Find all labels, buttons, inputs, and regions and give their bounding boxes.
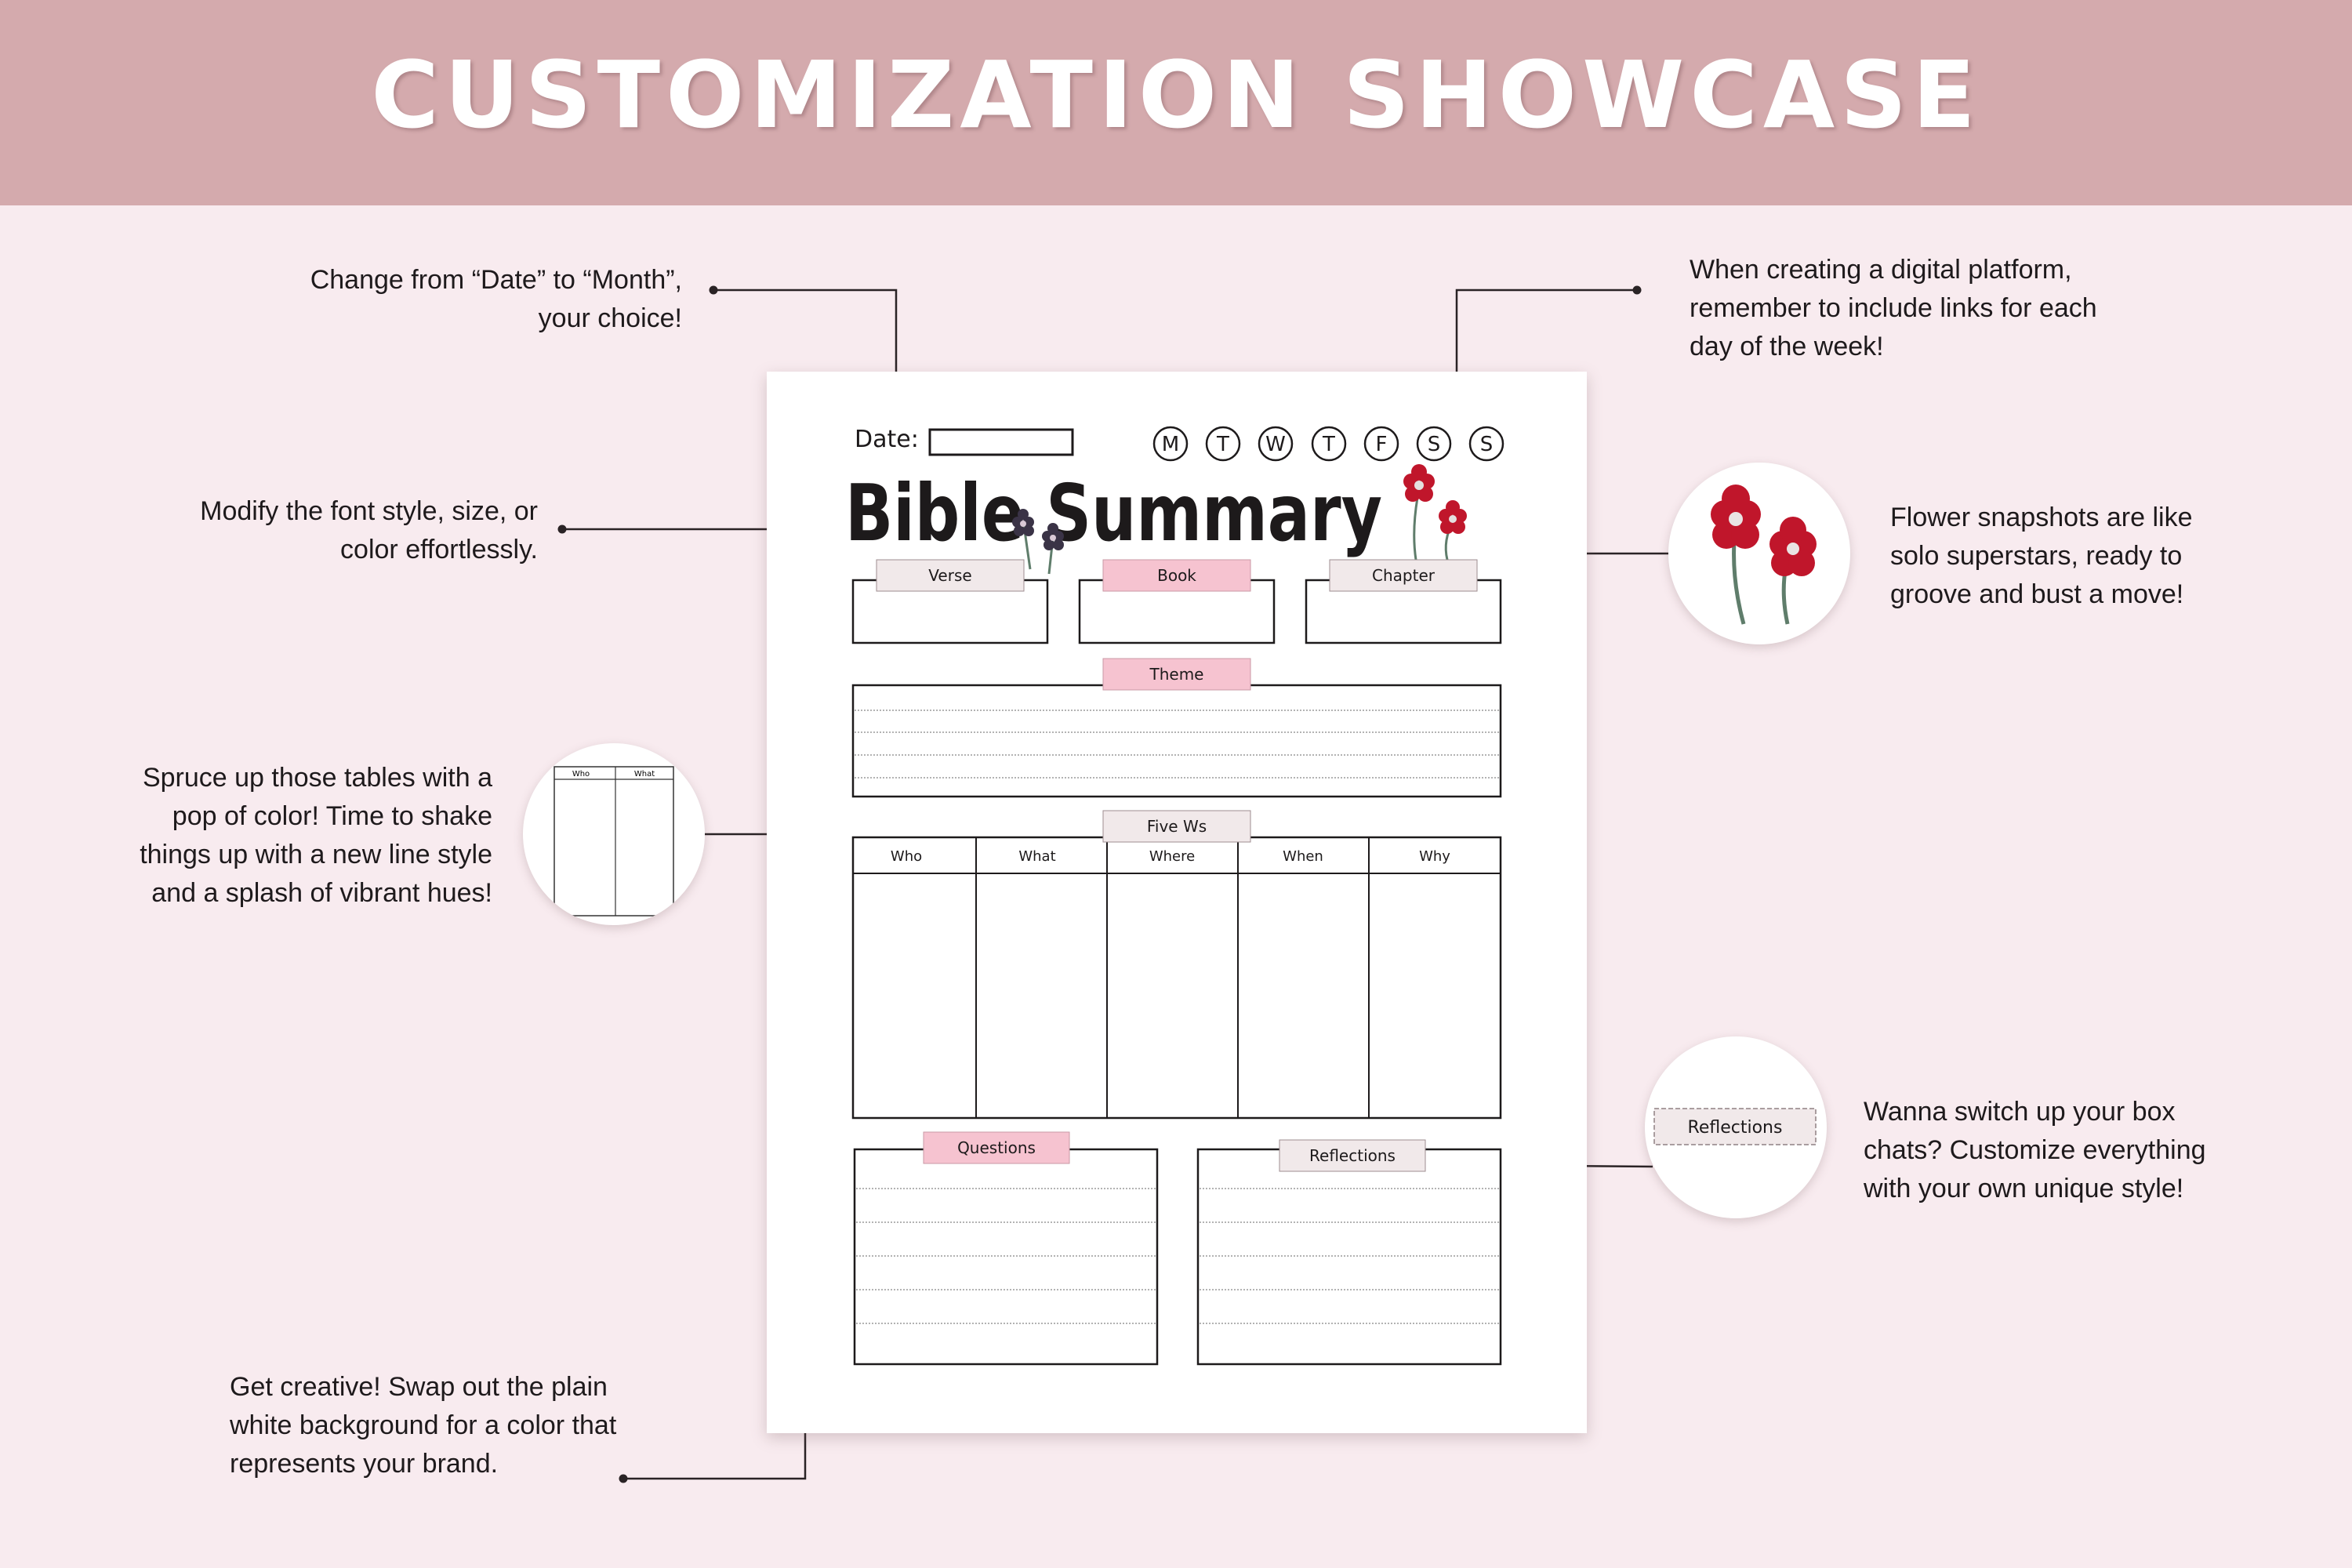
table-preview: Who What <box>554 766 674 916</box>
connector-dot <box>709 285 718 295</box>
showcase-title: CUSTOMIZATION SHOWCASE <box>371 41 1981 149</box>
questions-box[interactable] <box>853 1148 1159 1366</box>
column-header-what: What <box>1018 848 1055 865</box>
dark-flowers-icon <box>1012 509 1064 575</box>
column-header-why: Why <box>1419 848 1450 865</box>
column-header-where: Where <box>1149 848 1195 865</box>
day-circle-wed[interactable] <box>1258 426 1294 462</box>
note-line: and a splash of vibrant hues! <box>151 878 492 908</box>
note-line: Modify the font style, size, or <box>200 496 538 526</box>
planner-drawing: Date: M T W T F S S Bible Summary <box>845 426 1504 1366</box>
book-tag <box>1102 559 1251 592</box>
theme-tag <box>1102 658 1251 691</box>
title-banner: CUSTOMIZATION SHOWCASE <box>0 0 2352 205</box>
table-preview-header: What <box>634 770 655 779</box>
connector-dot <box>557 524 567 534</box>
note-line: represents your brand. <box>230 1449 499 1479</box>
day-circle-thu[interactable] <box>1311 426 1347 462</box>
note-line: your choice! <box>538 303 682 333</box>
note-line: things up with a new line style <box>140 840 492 869</box>
questions-label: Questions <box>957 1138 1036 1157</box>
connector-background <box>623 1433 807 1480</box>
red-flowers-icon <box>1403 464 1467 561</box>
day-letter: F <box>1376 433 1388 456</box>
note-line: Flower snapshots are like <box>1890 503 2193 532</box>
reflections-tag-preview: Reflections <box>1653 1108 1817 1145</box>
note-box-chats: Wanna switch up your box chats? Customiz… <box>1864 1093 2326 1208</box>
note-line: chats? Customize everything <box>1864 1135 2206 1165</box>
connector-dot <box>1632 285 1642 295</box>
verse-label: Verse <box>928 566 971 585</box>
connector-digital <box>1455 289 1637 372</box>
note-line: Spruce up those tables with a <box>142 763 492 793</box>
day-circle-mon[interactable] <box>1152 426 1189 462</box>
note-line: When creating a digital platform, <box>1690 255 2072 285</box>
column-header-who: Who <box>891 848 922 865</box>
chapter-label: Chapter <box>1372 566 1436 585</box>
reflections-tag <box>1279 1139 1426 1172</box>
note-flowers: Flower snapshots are like solo superstar… <box>1890 499 2329 614</box>
note-background: Get creative! Swap out the plain white b… <box>230 1368 700 1483</box>
day-circle-tue[interactable] <box>1205 426 1241 462</box>
day-letter: T <box>1216 433 1229 456</box>
five-ws-dividers <box>975 837 1370 1118</box>
book-label: Book <box>1157 566 1196 585</box>
day-circle-sun[interactable] <box>1468 426 1504 462</box>
flower-bubble <box>1668 463 1850 644</box>
note-line: white background for a color that <box>230 1410 617 1440</box>
reflections-box[interactable] <box>1196 1148 1502 1366</box>
day-letter: S <box>1480 433 1494 456</box>
verse-tag <box>876 559 1025 592</box>
theme-label: Theme <box>1149 665 1204 684</box>
connector-dot <box>619 1474 628 1483</box>
planner-page: Date: M T W T F S S Bible Summary <box>767 372 1587 1433</box>
note-line: groove and bust a move! <box>1890 579 2184 609</box>
connector-date <box>713 289 898 372</box>
weekday-circles <box>1152 426 1504 462</box>
day-letter: M <box>1162 433 1179 456</box>
theme-box[interactable] <box>851 684 1502 798</box>
table-preview-header: Who <box>572 770 590 779</box>
day-letter: W <box>1265 433 1286 456</box>
note-tables: Spruce up those tables with a pop of col… <box>53 759 492 913</box>
day-circle-sat[interactable] <box>1416 426 1452 462</box>
flower-snapshot-icon <box>1711 485 1817 625</box>
five-ws-label: Five Ws <box>1147 817 1207 836</box>
planner-title: Bible Summary <box>845 467 1382 559</box>
note-line: Get creative! Swap out the plain <box>230 1372 608 1402</box>
reflections-label: Reflections <box>1309 1146 1396 1165</box>
day-circle-fri[interactable] <box>1363 426 1399 462</box>
column-header-when: When <box>1283 848 1323 865</box>
note-line: Wanna switch up your box <box>1864 1097 2176 1127</box>
date-field[interactable] <box>928 428 1074 456</box>
day-letter: T <box>1322 433 1335 456</box>
date-label: Date: <box>855 426 919 453</box>
questions-lines <box>856 1188 1156 1324</box>
bubble-reflections-label: Reflections <box>1688 1118 1783 1138</box>
note-line: color effortlessly. <box>340 535 538 564</box>
theme-lines <box>855 710 1499 779</box>
note-font-style: Modify the font style, size, or color ef… <box>99 492 538 569</box>
note-digital: When creating a digital platform, rememb… <box>1690 251 2176 366</box>
questions-tag <box>923 1131 1070 1164</box>
table-style-bubble: Who What <box>523 743 705 925</box>
note-date-month: Change from “Date” to “Month”, your choi… <box>243 261 682 338</box>
note-line: solo superstars, ready to <box>1890 541 2183 571</box>
note-line: day of the week! <box>1690 332 1884 361</box>
note-line: pop of color! Time to shake <box>172 801 492 831</box>
note-line: with your own unique style! <box>1864 1174 2184 1203</box>
five-ws-tag <box>1102 810 1251 843</box>
note-line: Change from “Date” to “Month”, <box>310 265 682 295</box>
five-ws-table[interactable] <box>851 836 1502 1120</box>
day-letter: S <box>1428 433 1441 456</box>
chapter-tag <box>1329 559 1478 592</box>
box-style-bubble: Reflections <box>1645 1036 1827 1218</box>
note-line: remember to include links for each <box>1690 293 2097 323</box>
reflections-lines <box>1200 1188 1499 1324</box>
